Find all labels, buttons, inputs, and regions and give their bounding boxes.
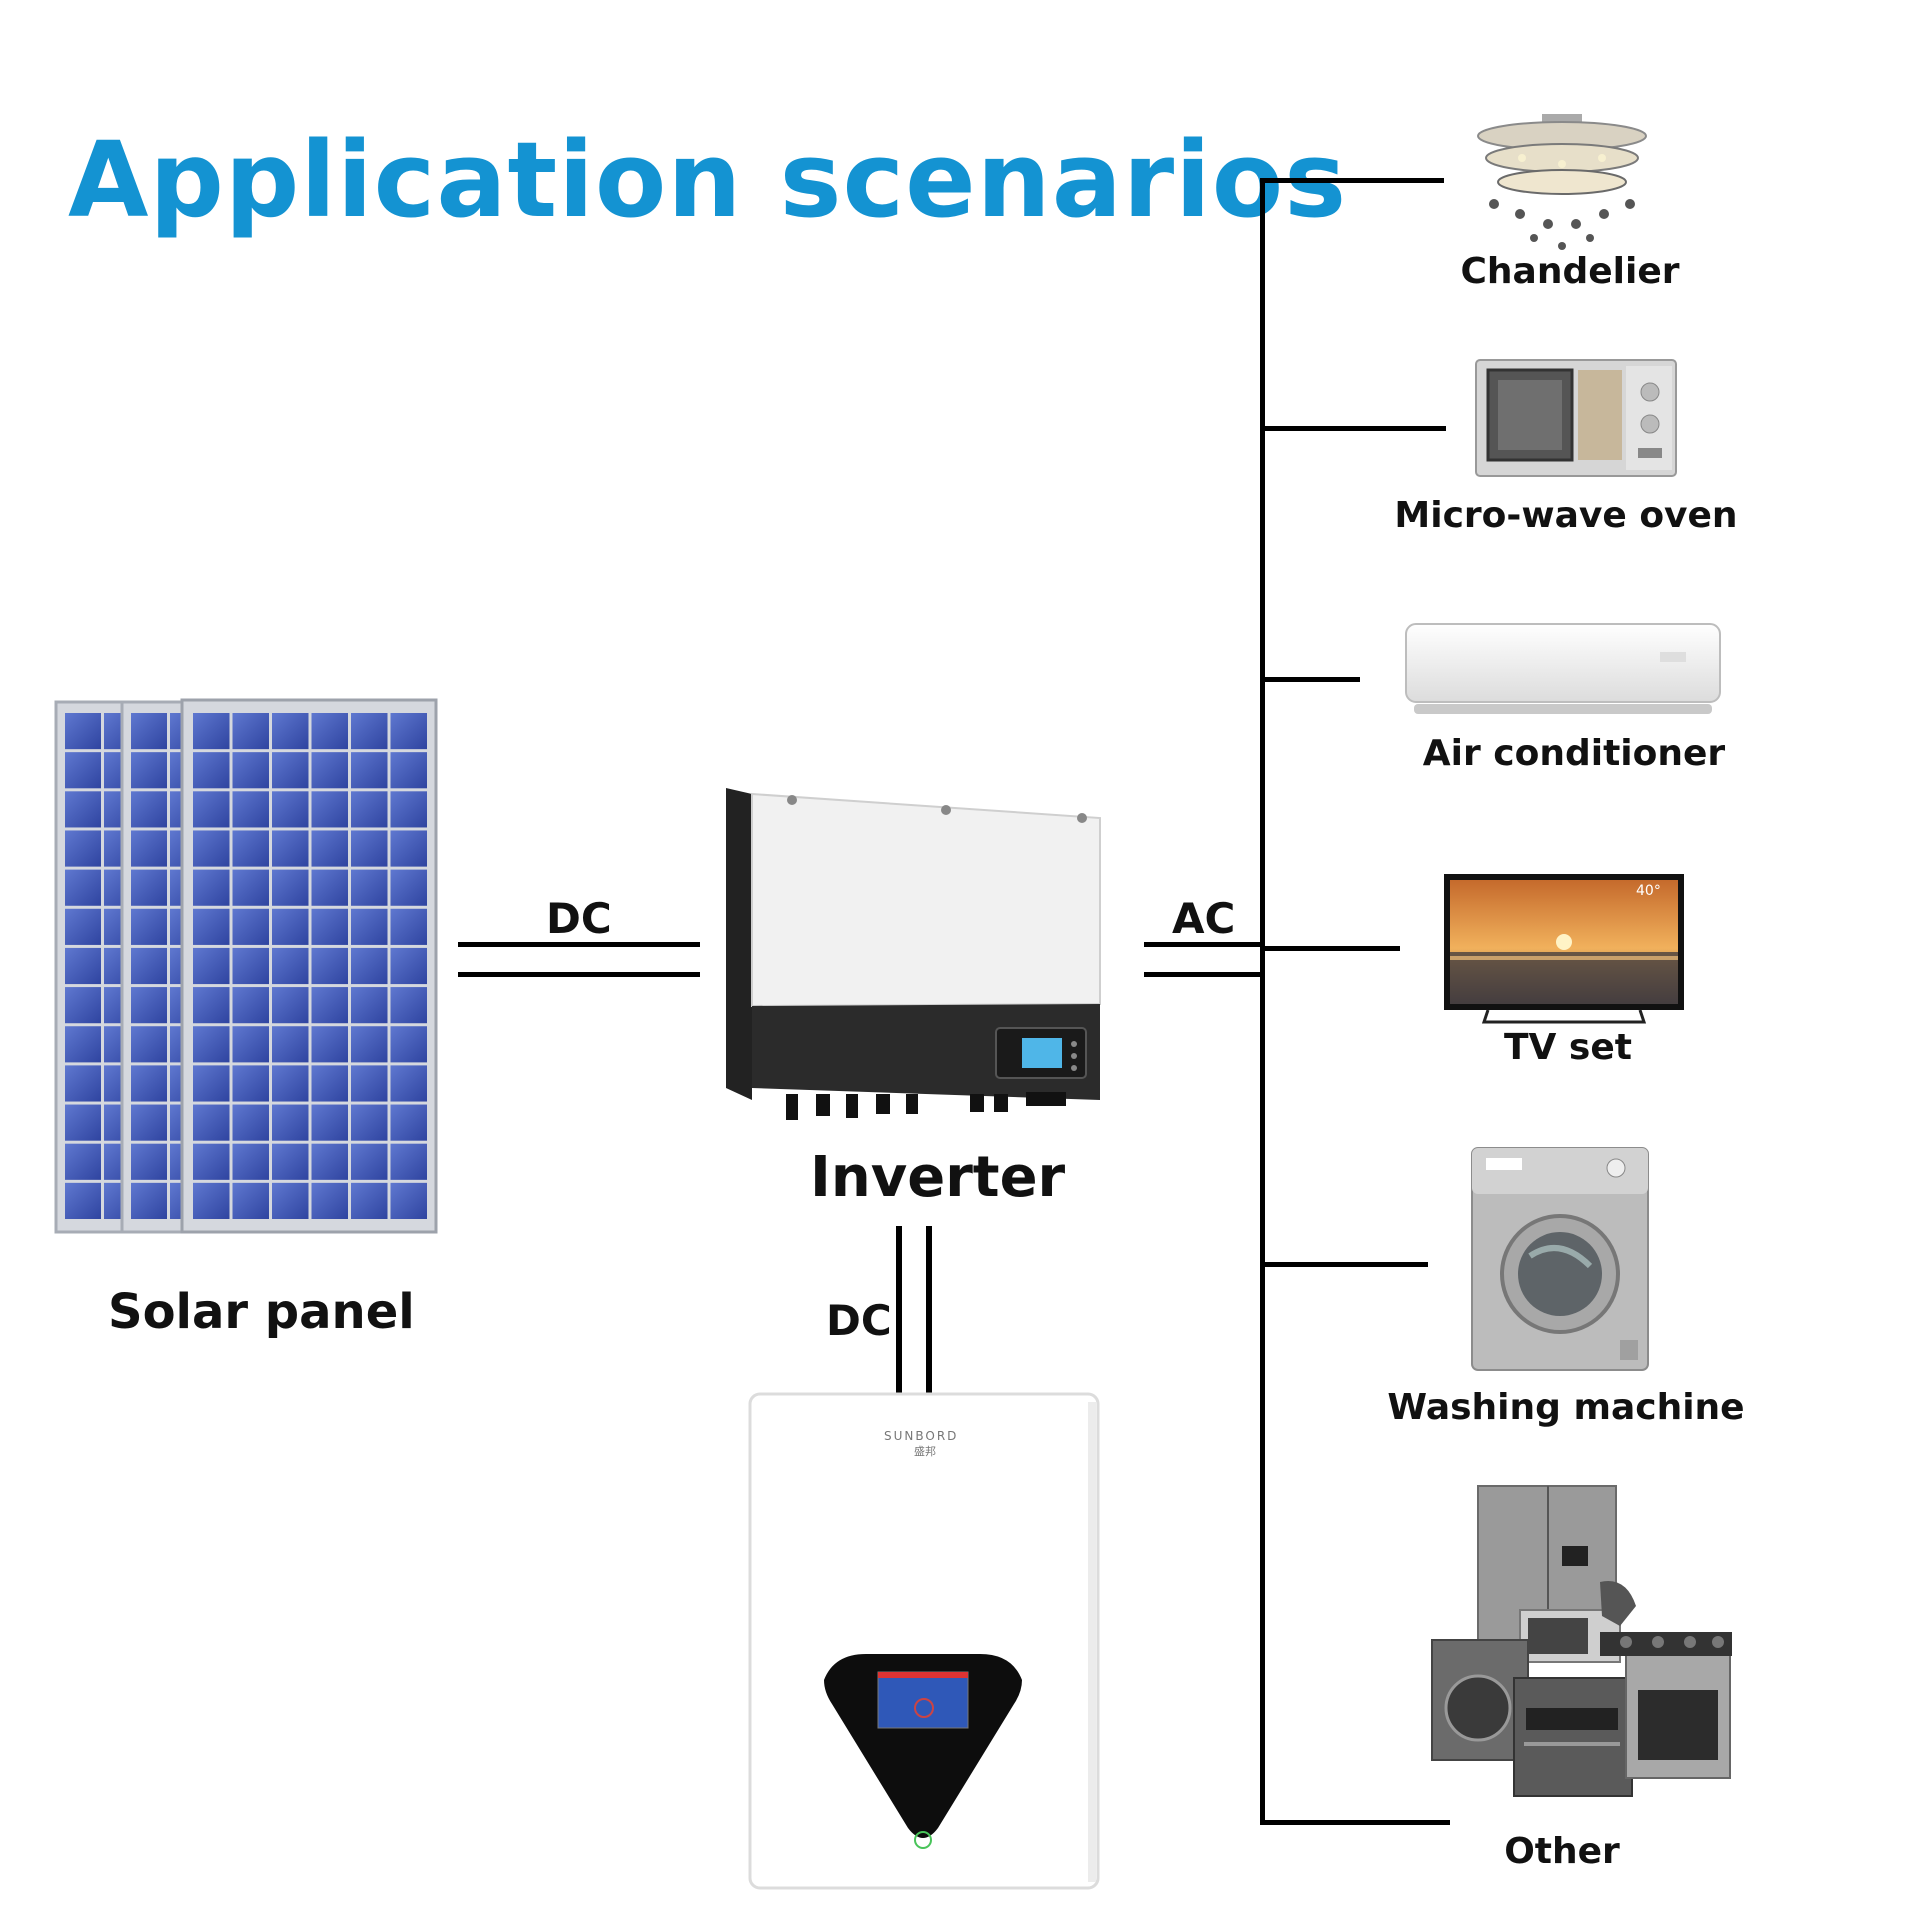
dc-battery-wire-left: [896, 1226, 902, 1394]
appliance-label-microwave: Micro-wave oven: [1394, 495, 1738, 536]
branch-washing-machine: [1260, 1262, 1428, 1267]
tv-icon: [1444, 874, 1684, 1024]
ac-wire-top: [1144, 942, 1264, 947]
microwave-icon: [1475, 359, 1677, 477]
chandelier-icon: [1477, 114, 1647, 250]
dc-wire-top: [458, 942, 700, 947]
battery-brand-cn: 盛邦: [914, 1445, 936, 1458]
branch-air-conditioner: [1260, 677, 1360, 682]
battery-icon: [748, 1392, 1100, 1890]
inverter-label: Inverter: [810, 1145, 1066, 1210]
appliance-label-chandelier: Chandelier: [1460, 251, 1680, 292]
dc-solar-label: DC: [546, 894, 612, 943]
ac-bus-vertical: [1260, 178, 1265, 1824]
branch-other: [1260, 1820, 1450, 1825]
appliance-label-washing-machine: Washing machine: [1387, 1387, 1745, 1428]
tv-badge: 40°: [1636, 883, 1661, 899]
dc-battery-wire-right: [926, 1226, 932, 1394]
appliances-group-icon: [1431, 1485, 1732, 1797]
page-title: Application scenarios: [68, 119, 1348, 241]
battery-brand: SUNBORD: [884, 1429, 959, 1443]
air-conditioner-icon: [1405, 623, 1721, 714]
branch-microwave: [1260, 426, 1446, 431]
dc-wire-bottom: [458, 972, 700, 977]
branch-chandelier: [1260, 178, 1444, 183]
inverter-icon: [726, 788, 1101, 1120]
branch-tv: [1260, 946, 1400, 951]
ac-label: AC: [1172, 894, 1236, 943]
dc-battery-label: DC: [826, 1296, 892, 1345]
appliance-label-tv: TV set: [1503, 1027, 1632, 1068]
solar-panel-icon: [54, 698, 438, 1234]
appliance-label-other: Other: [1504, 1831, 1620, 1872]
appliance-label-air-conditioner: Air conditioner: [1422, 733, 1726, 774]
solar-panel-label: Solar panel: [108, 1284, 415, 1340]
ac-wire-bottom: [1144, 972, 1264, 977]
washing-machine-icon: [1471, 1147, 1649, 1371]
